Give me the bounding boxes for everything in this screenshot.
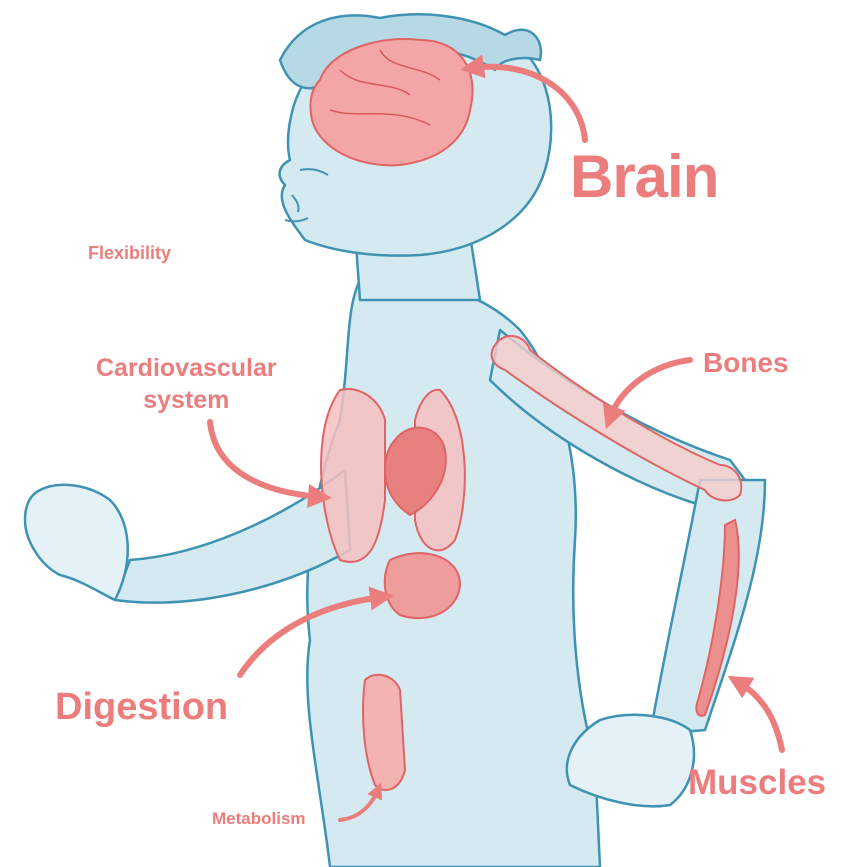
bones-arrow [610,360,690,418]
metabolism-label: Metabolism [212,810,306,827]
stomach-organ [385,553,460,618]
cardiovascular-label: Cardiovascular system [96,352,277,416]
digestion-label: Digestion [55,688,228,726]
cardio-arrow [210,422,320,497]
muscles-label: Muscles [688,765,826,800]
bones-label: Bones [703,349,789,377]
brain-label: Brain [570,147,718,207]
lungs-organ [321,389,385,562]
flexibility-label: Flexibility [88,244,171,262]
muscles-arrow [738,682,782,750]
cardiovascular-label-line2: system [96,384,277,416]
cardiovascular-label-line1: Cardiovascular [96,352,277,384]
